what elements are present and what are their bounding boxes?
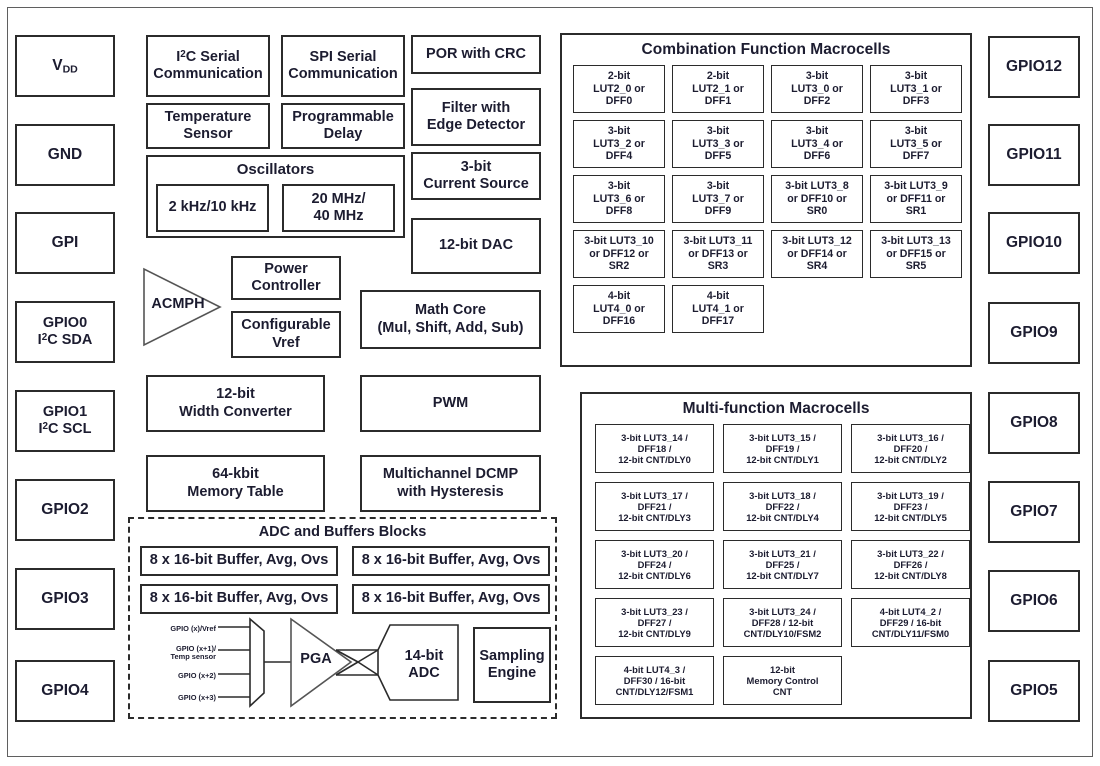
mf-macrocell-memory-control-cnt[interactable]: 12-bit Memory Control CNT xyxy=(723,656,842,705)
pin-gpio9[interactable]: GPIO9 xyxy=(988,302,1080,364)
mf-macrocell-lut3-16[interactable]: 3-bit LUT3_16 / DFF20 / 12-bit CNT/DLY2 xyxy=(851,424,970,473)
block-configurable-vref[interactable]: Configurable Vref xyxy=(231,311,341,358)
mf-macrocell-lut4-3[interactable]: 4-bit LUT4_3 / DFF30 / 16-bit CNT/DLY12/… xyxy=(595,656,714,705)
adc-mux-input-3-label: GPIO (x+3) xyxy=(178,693,216,702)
block-pwm[interactable]: PWM xyxy=(360,375,541,432)
pin-gpio5[interactable]: GPIO5 xyxy=(988,660,1080,722)
block-sampling-engine[interactable]: Sampling Engine xyxy=(473,627,551,703)
pin-gpio12[interactable]: GPIO12 xyxy=(988,36,1080,98)
mf-macrocell-lut3-24[interactable]: 3-bit LUT3_24 / DFF28 / 12-bit CNT/DLY10… xyxy=(723,598,842,647)
adc-buffer-3[interactable]: 8 x 16-bit Buffer, Avg, Ovs xyxy=(352,584,550,614)
pin-gpio4[interactable]: GPIO4 xyxy=(15,660,115,722)
adc-shape xyxy=(377,624,459,701)
macrocell-lut4-1[interactable]: 4-bit LUT4_1 or DFF17 xyxy=(672,285,764,333)
block-multichannel-dcmp[interactable]: Multichannel DCMP with Hysteresis xyxy=(360,455,541,512)
pin-gpio1-label: GPIO1 xyxy=(42,403,88,420)
mf-macrocell-lut3-23[interactable]: 3-bit LUT3_23 / DFF27 / 12-bit CNT/DLY9 xyxy=(595,598,714,647)
macrocell-lut3-0[interactable]: 3-bit LUT3_0 or DFF2 xyxy=(771,65,863,113)
adc-mux-input-0-label: GPIO (x)/Vref xyxy=(170,624,216,633)
pin-gpio11[interactable]: GPIO11 xyxy=(988,124,1080,186)
mf-macrocell-lut3-19[interactable]: 3-bit LUT3_19 / DFF23 / 12-bit CNT/DLY5 xyxy=(851,482,970,531)
adc-section-title: ADC and Buffers Blocks xyxy=(258,524,427,540)
pin-gpio2[interactable]: GPIO2 xyxy=(15,479,115,541)
oscillators-title: Oscillators xyxy=(236,161,315,178)
macrocell-lut2-0[interactable]: 2-bit LUT2_0 or DFF0 xyxy=(573,65,665,113)
macrocell-lut3-9[interactable]: 3-bit LUT3_9 or DFF11 or SR1 xyxy=(870,175,962,223)
block-oscillator-high-freq[interactable]: 20 MHz/ 40 MHz xyxy=(282,184,395,232)
acmph-triangle-icon xyxy=(143,267,222,347)
block-oscillators[interactable]: Oscillators 2 kHz/10 kHz 20 MHz/ 40 MHz xyxy=(146,155,405,238)
pin-gpi[interactable]: GPI xyxy=(15,212,115,274)
macrocell-lut3-4[interactable]: 3-bit LUT3_4 or DFF6 xyxy=(771,120,863,168)
macrocell-lut3-11[interactable]: 3-bit LUT3_11 or DFF13 or SR3 xyxy=(672,230,764,278)
block-dac[interactable]: 12-bit DAC xyxy=(411,218,541,274)
macrocell-lut3-13[interactable]: 3-bit LUT3_13 or DFF15 or SR5 xyxy=(870,230,962,278)
block-oscillator-low-freq[interactable]: 2 kHz/10 kHz xyxy=(156,184,269,232)
block-acmph-comparator[interactable]: ACMPH xyxy=(141,266,225,348)
pin-gpio1-sublabel: I2C SCL xyxy=(38,420,92,438)
acmph-label: ACMPH xyxy=(151,296,205,312)
adc-buffer-1[interactable]: 8 x 16-bit Buffer, Avg, Ovs xyxy=(352,546,550,576)
mf-macrocell-lut3-21[interactable]: 3-bit LUT3_21 / DFF25 / 12-bit CNT/DLY7 xyxy=(723,540,842,589)
mf-macrocell-lut3-22[interactable]: 3-bit LUT3_22 / DFF26 / 12-bit CNT/DLY8 xyxy=(851,540,970,589)
macrocell-lut2-1[interactable]: 2-bit LUT2_1 or DFF1 xyxy=(672,65,764,113)
macrocell-lut3-1[interactable]: 3-bit LUT3_1 or DFF3 xyxy=(870,65,962,113)
macrocell-lut3-2[interactable]: 3-bit LUT3_2 or DFF4 xyxy=(573,120,665,168)
combination-macrocells-title: Combination Function Macrocells xyxy=(641,41,891,58)
mf-macrocell-lut3-15[interactable]: 3-bit LUT3_15 / DFF19 / 12-bit CNT/DLY1 xyxy=(723,424,842,473)
pga-triangle-icon xyxy=(290,617,353,708)
macrocell-lut3-12[interactable]: 3-bit LUT3_12 or DFF14 or SR4 xyxy=(771,230,863,278)
block-memory-table[interactable]: 64-kbit Memory Table xyxy=(146,455,325,512)
adc-label: 14-bit ADC xyxy=(404,648,444,682)
macrocell-lut3-3[interactable]: 3-bit LUT3_3 or DFF5 xyxy=(672,120,764,168)
macrocell-lut3-5[interactable]: 3-bit LUT3_5 or DFF7 xyxy=(870,120,962,168)
block-temperature-sensor[interactable]: Temperature Sensor xyxy=(146,103,270,149)
adc-buffer-2[interactable]: 8 x 16-bit Buffer, Avg, Ovs xyxy=(140,584,338,614)
macrocell-lut3-10[interactable]: 3-bit LUT3_10 or DFF12 or SR2 xyxy=(573,230,665,278)
pin-gpio0[interactable]: GPIO0 I2C SDA xyxy=(15,301,115,363)
multifunction-macrocells-title: Multi-function Macrocells xyxy=(682,400,870,417)
mf-macrocell-lut3-20[interactable]: 3-bit LUT3_20 / DFF24 / 12-bit CNT/DLY6 xyxy=(595,540,714,589)
block-programmable-delay[interactable]: Programmable Delay xyxy=(281,103,405,149)
combination-function-macrocells-group: Combination Function Macrocells 2-bit LU… xyxy=(560,33,972,367)
pin-vdd-label: VDD xyxy=(52,56,78,75)
pin-gpio7[interactable]: GPIO7 xyxy=(988,481,1080,543)
adc-buffer-0[interactable]: 8 x 16-bit Buffer, Avg, Ovs xyxy=(140,546,338,576)
pin-gpio1[interactable]: GPIO1 I2C SCL xyxy=(15,390,115,452)
i2c-serial-line1: I2C Serial xyxy=(176,48,240,65)
adc-analog-frontend-schematic: PGA 14-bit ADC xyxy=(218,617,468,713)
i2c-serial-line2: Communication xyxy=(153,66,263,83)
macrocell-lut3-7[interactable]: 3-bit LUT3_7 or DFF9 xyxy=(672,175,764,223)
mux-shape xyxy=(249,617,265,708)
pin-gpio0-label: GPIO0 xyxy=(42,314,88,331)
mf-macrocell-lut3-14[interactable]: 3-bit LUT3_14 / DFF18 / 12-bit CNT/DLY0 xyxy=(595,424,714,473)
pin-gpio10[interactable]: GPIO10 xyxy=(988,212,1080,274)
pin-vdd[interactable]: VDD xyxy=(15,35,115,97)
block-i2c-serial-communication[interactable]: I2C Serial Communication xyxy=(146,35,270,97)
block-filter-edge-detector[interactable]: Filter with Edge Detector xyxy=(411,88,541,146)
pin-gpio8[interactable]: GPIO8 xyxy=(988,392,1080,454)
mf-macrocell-lut4-2[interactable]: 4-bit LUT4_2 / DFF29 / 16-bit CNT/DLY11/… xyxy=(851,598,970,647)
block-power-controller[interactable]: Power Controller xyxy=(231,256,341,300)
block-spi-serial-communication[interactable]: SPI Serial Communication xyxy=(281,35,405,97)
block-current-source[interactable]: 3-bit Current Source xyxy=(411,152,541,200)
mf-macrocell-lut3-17[interactable]: 3-bit LUT3_17 / DFF21 / 12-bit CNT/DLY3 xyxy=(595,482,714,531)
adc-and-buffers-section: ADC and Buffers Blocks 8 x 16-bit Buffer… xyxy=(128,517,557,719)
mf-macrocell-lut3-18[interactable]: 3-bit LUT3_18 / DFF22 / 12-bit CNT/DLY4 xyxy=(723,482,842,531)
pin-gnd[interactable]: GND xyxy=(15,124,115,186)
adc-mux-input-1-label: GPIO (x+1)/ Temp sensor xyxy=(170,644,216,662)
macrocell-lut3-6[interactable]: 3-bit LUT3_6 or DFF8 xyxy=(573,175,665,223)
pin-gpio3[interactable]: GPIO3 xyxy=(15,568,115,630)
adc-mux-input-2-label: GPIO (x+2) xyxy=(178,671,216,680)
block-width-converter[interactable]: 12-bit Width Converter xyxy=(146,375,325,432)
block-math-core[interactable]: Math Core (Mul, Shift, Add, Sub) xyxy=(360,290,541,349)
block-por-with-crc[interactable]: POR with CRC xyxy=(411,35,541,74)
pin-gpio6[interactable]: GPIO6 xyxy=(988,570,1080,632)
macrocell-lut4-0[interactable]: 4-bit LUT4_0 or DFF16 xyxy=(573,285,665,333)
pga-label: PGA xyxy=(300,651,332,667)
macrocell-lut3-8[interactable]: 3-bit LUT3_8 or DFF10 or SR0 xyxy=(771,175,863,223)
pin-gpio0-sublabel: I2C SDA xyxy=(37,331,93,349)
multifunction-macrocells-group: Multi-function Macrocells 3-bit LUT3_14 … xyxy=(580,392,972,719)
